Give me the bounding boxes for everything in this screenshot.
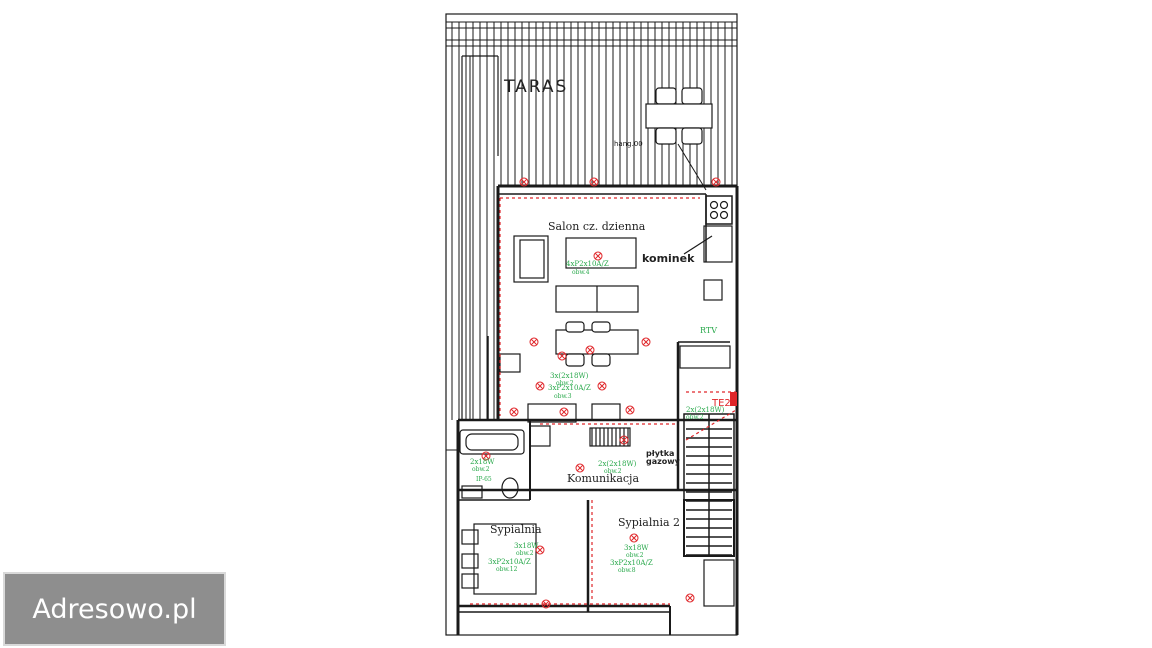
light-point-icon [597, 381, 607, 391]
light-point-icon [629, 533, 639, 543]
circuit-lamp: 2x(2x18W) [686, 406, 725, 414]
terrace-hatching [446, 13, 737, 420]
light-points [481, 177, 721, 609]
circuit-syp1-light-obw: obw.2 [516, 550, 534, 557]
label-plytka: płytka [646, 449, 674, 458]
circuit-syp2-sockets-obw: obw.8 [618, 567, 636, 574]
kitchen-counter [527, 403, 631, 447]
light-point-icon [541, 599, 551, 609]
light-point-icon [535, 545, 545, 555]
light-point-icon [519, 177, 529, 187]
light-point-icon [529, 337, 539, 347]
circuit-lamp-obw: obw.2 [686, 414, 704, 421]
room-label-taras: TARAS [503, 77, 568, 97]
fireplace-icon [683, 225, 733, 301]
light-point-icon [641, 337, 651, 347]
distribution-board [730, 392, 737, 406]
watermark-logo: Adresowo.pl [3, 572, 226, 646]
circuit-kitchen-obw: obw.3 [554, 393, 572, 400]
circuit-syp2-light-obw: obw.2 [626, 552, 644, 559]
label-gazowy: gazowy [646, 457, 681, 466]
circuit-kitchen: 3xP2x10A/Z [548, 384, 591, 392]
watermark-text: Adresowo.pl [32, 593, 197, 625]
salon-furniture [499, 235, 639, 373]
circuit-syp1-light: 3x18W [514, 542, 539, 550]
circuit-dining-obw: obw.2 [556, 380, 574, 387]
label-rtv: RTV [700, 326, 717, 335]
bed [461, 523, 537, 595]
circuit-salon: 4xP2x10A/Z [566, 260, 609, 268]
circuit-syp1-sockets-obw: obw.12 [496, 566, 518, 573]
light-point-icon [585, 345, 595, 355]
light-point-icon [593, 251, 603, 261]
terrace-table [645, 87, 713, 145]
circuit-syp1-sockets: 3xP2x10A/Z [488, 558, 531, 566]
room-label-komunikacja: Komunikacja [567, 472, 639, 485]
circuit-salon-obw: obw.4 [572, 269, 590, 276]
circuit-bath: 2x18W [470, 458, 495, 466]
light-point-icon [535, 381, 545, 391]
bathroom-fixtures [459, 429, 525, 499]
light-point-icon [509, 407, 519, 417]
light-point-icon [575, 463, 585, 473]
circuit-bath-obw: obw.2 [472, 466, 490, 473]
light-point-icon [619, 435, 629, 445]
circuit-syp2-light: 3x18W [624, 544, 649, 552]
room-label-sypialnia-2: Sypialnia 2 [618, 516, 680, 529]
svg-text:hang.00: hang.00 [614, 140, 643, 148]
room-label-salon: Salon cz. dzienna [548, 220, 646, 233]
stove-icon [709, 200, 729, 220]
light-point-icon [481, 451, 491, 461]
room-label-sypialnia: Sypialnia [490, 523, 542, 536]
label-kominek: kominek [642, 252, 695, 265]
stairs [683, 413, 735, 557]
light-point-icon [559, 407, 569, 417]
circuit-syp2-sockets: 3xP2x10A/Z [610, 559, 653, 567]
light-point-icon [557, 351, 567, 361]
label-te2: TE2 [711, 398, 731, 409]
light-point-icon [711, 177, 721, 187]
circuit-bath-ip: IP-65 [476, 476, 492, 483]
circuit-hall: 2x(2x18W) [598, 460, 637, 468]
light-point-icon [625, 405, 635, 415]
circuit-dining: 3x(2x18W) [550, 372, 589, 380]
electrical-wiring [470, 197, 737, 605]
circuit-hall-obw: obw.2 [604, 468, 622, 475]
light-point-icon [589, 177, 599, 187]
light-point-icon [685, 593, 695, 603]
